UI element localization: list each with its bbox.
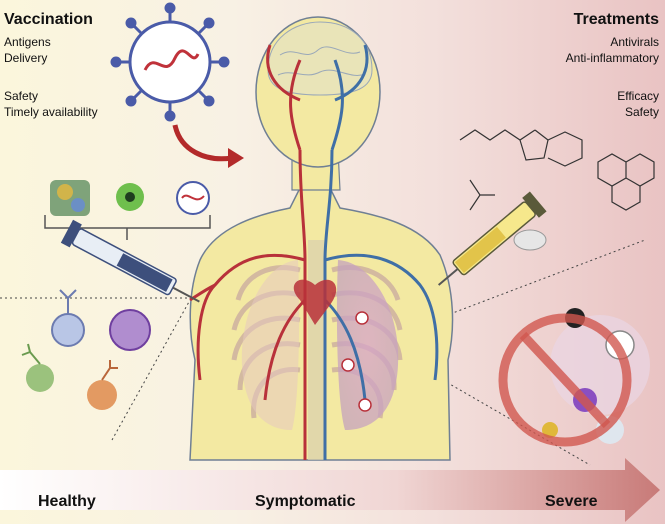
vaccination-title: Vaccination	[4, 11, 93, 28]
vaccination-item-availability: Timely availability	[4, 105, 98, 119]
prohibition-icon	[498, 313, 632, 447]
progression-arrow	[0, 458, 660, 522]
immune-cells	[21, 289, 151, 410]
syringe-left-icon	[60, 219, 200, 303]
heart	[293, 279, 337, 325]
antigen-bracket	[44, 215, 211, 240]
treatments-item-safety: Safety	[624, 105, 659, 119]
virus-icon	[110, 2, 230, 122]
human-body	[189, 16, 454, 461]
syringe-right-icon	[437, 191, 547, 286]
infection-arrow	[172, 124, 233, 162]
vaccination-item-antigens: Antigens	[4, 35, 51, 49]
dotted-line-left-diag	[111, 299, 191, 441]
molecule-structures	[459, 129, 655, 211]
treatments-item-anti-inflammatory: Anti-inflammatory	[565, 51, 659, 65]
stage-healthy: Healthy	[38, 493, 96, 510]
veins	[323, 44, 439, 460]
antigen-icons	[50, 180, 210, 216]
treatments-item-antivirals: Antivirals	[610, 35, 659, 49]
left-lung	[241, 260, 300, 430]
right-lung	[336, 260, 399, 430]
lung-virus-particles	[341, 311, 372, 412]
vaccination-item-safety: Safety	[4, 89, 39, 103]
pill-icon	[513, 229, 547, 251]
arteries	[189, 44, 307, 460]
treatments-item-efficacy: Efficacy	[617, 89, 659, 103]
treatments-title: Treatments	[573, 11, 659, 28]
dotted-line-right	[407, 239, 646, 331]
stage-severe: Severe	[545, 493, 598, 510]
stage-symptomatic: Symptomatic	[255, 493, 356, 510]
vaccination-item-delivery: Delivery	[4, 51, 48, 65]
